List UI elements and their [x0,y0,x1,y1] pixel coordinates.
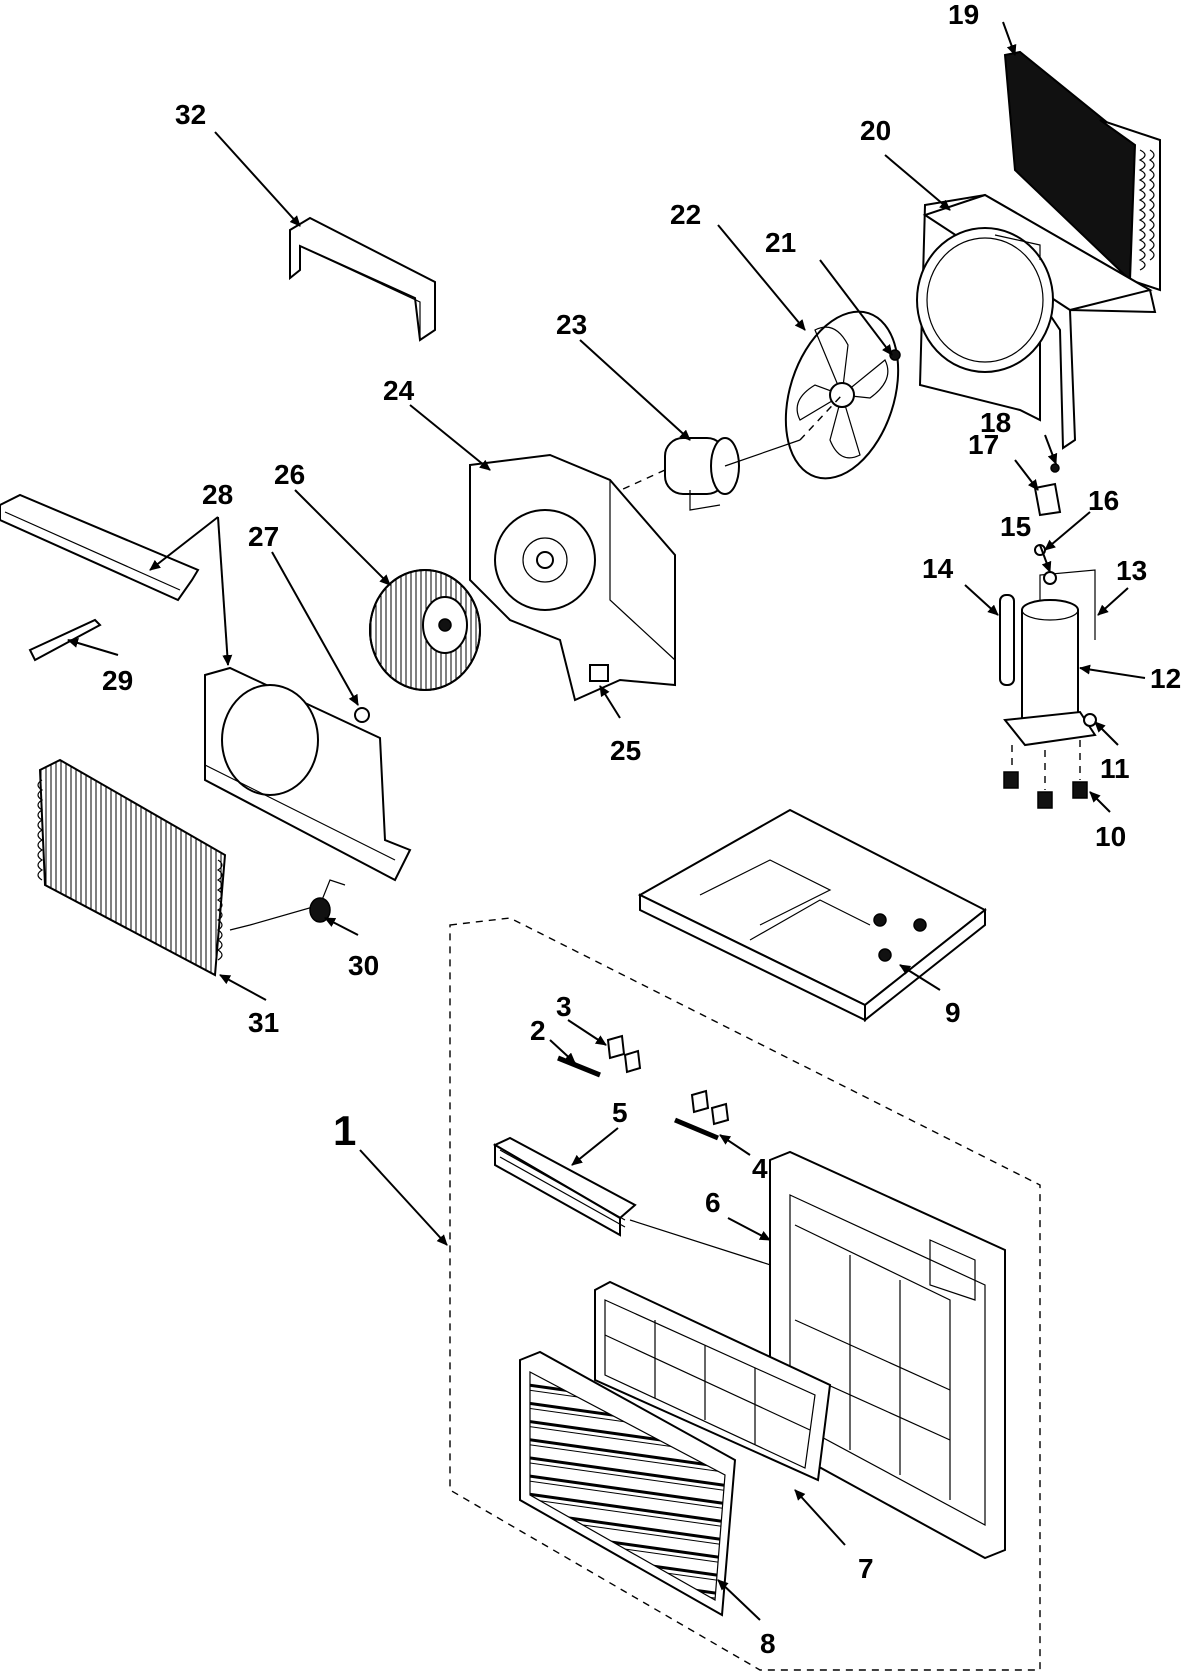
part-31-evaporator-coil [37,758,346,977]
callout-4: 4 [752,1153,768,1184]
part-30-thermistor [309,897,331,923]
callout-5: 5 [612,1097,628,1128]
part-25-clip [589,664,609,682]
callout-22: 22 [670,199,701,230]
callout-8: 8 [760,1628,776,1659]
callout-23: 23 [556,309,587,340]
part-9-base-pan [637,808,987,1023]
part-18-screw [1050,463,1060,473]
part-8-front-grille [519,1350,737,1617]
part-13-discharge-tube [1039,569,1096,640]
callout-10: 10 [1095,821,1126,852]
callout-29: 29 [102,665,133,696]
part-17-cover [1033,482,1062,517]
callout-3: 3 [556,991,572,1022]
part-4-clips-screw [674,1089,730,1141]
leader-lines [67,21,1146,1621]
callout-7: 7 [858,1553,874,1584]
callout-25: 25 [610,735,641,766]
part-12-compressor [1003,569,1097,747]
callout-21: 21 [765,227,796,258]
shaft-line-motor-fan [799,394,843,441]
callout-14: 14 [922,553,954,584]
part-27-nut [354,707,370,723]
part-19-condenser-coil [1003,50,1161,292]
part-26-blower-wheel [354,569,481,723]
part-14-accumulator [999,594,1015,686]
callout-2: 2 [530,1015,546,1046]
callout-17: 17 [968,429,999,460]
callout-12: 12 [1150,663,1181,694]
part-23-motor [664,437,801,511]
callout-26: 26 [274,459,305,490]
callout-24: 24 [383,375,415,406]
callout-27: 27 [248,521,279,552]
part-11-nut [1083,713,1097,727]
part-28-panel [204,666,412,882]
part-29-rod [28,618,102,662]
part-22-fan-blade [784,310,901,480]
part-28-upper-guide [0,493,200,602]
callout-19: 19 [948,0,979,30]
part-7-filter [594,1280,832,1482]
shaft-line-motor-scroll [609,469,666,496]
callout-28: 28 [202,479,233,510]
callout-20: 20 [860,115,891,146]
part-2-screw [557,1055,601,1078]
part-3-clips [606,1034,642,1074]
callout-1: 1 [333,1107,356,1154]
callout-18: 18 [980,407,1011,438]
part-10-grommets [1003,740,1088,809]
callout-15: 15 [1000,511,1031,542]
part-6-front-frame [769,1150,1006,1560]
part-20-shroud [916,193,1157,450]
callout-9: 9 [945,997,961,1028]
callout-32: 32 [175,99,206,130]
callout-13: 13 [1116,555,1147,586]
part-24-scroll-housing [469,453,676,702]
part-5-vent-louver [492,1136,637,1237]
callout-31: 31 [248,1007,279,1038]
part-32-bracket [289,216,436,342]
callout-6: 6 [705,1187,721,1218]
callout-16: 16 [1088,485,1119,516]
callout-30: 30 [348,950,379,981]
callout-labels: 19 20 21 22 23 32 24 26 27 28 29 25 30 3… [102,0,1181,1659]
callout-11: 11 [1100,753,1130,784]
part-15-washer [1043,571,1057,585]
